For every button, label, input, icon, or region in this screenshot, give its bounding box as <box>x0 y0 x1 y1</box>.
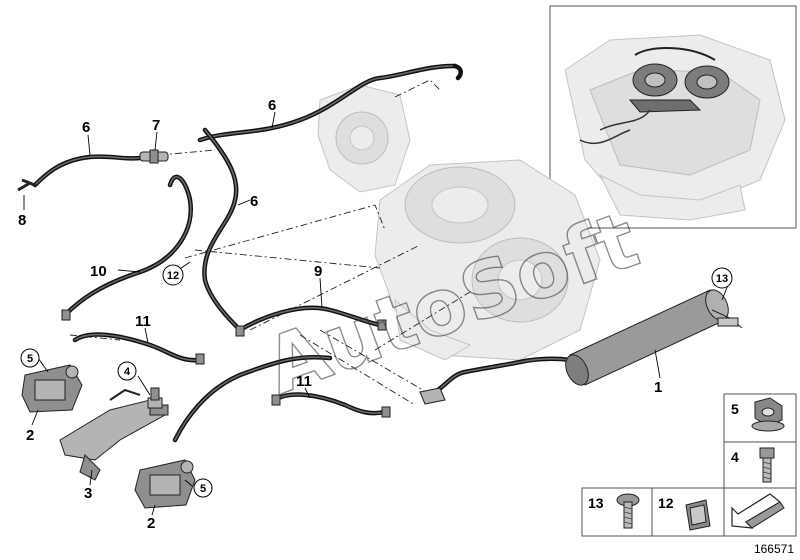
hose-9 <box>237 305 383 333</box>
callout-3: 3 <box>84 485 92 502</box>
legend-screw: 13 <box>581 487 653 537</box>
bolt-part <box>147 387 163 409</box>
reference-number: 166571 <box>754 542 794 556</box>
legend-arrow <box>723 487 797 537</box>
bolt-icon <box>759 447 775 483</box>
background-components <box>317 84 601 361</box>
legend-label-4: 4 <box>731 449 739 465</box>
nut-icon <box>751 397 785 432</box>
hose-6-upper <box>197 63 463 143</box>
callout-6: 6 <box>250 193 258 210</box>
assembly-guide-lines <box>69 79 471 406</box>
callout-labels: 6 7 8 6 6 10 11 9 11 1 2 2 3 4 5 5 12 13 <box>18 97 733 532</box>
legend-nut: 5 <box>723 393 797 443</box>
callout-circle-13: 13 <box>711 267 733 289</box>
hose-clamps <box>61 309 446 418</box>
callout-4: 4 <box>124 366 131 378</box>
connector-7 <box>139 149 169 164</box>
legend-label-13: 13 <box>588 495 604 511</box>
legend-bolt: 4 <box>723 441 797 489</box>
callout-circle-5: 5 <box>193 478 213 498</box>
callout-6: 6 <box>82 119 90 136</box>
y-connector-8 <box>17 178 37 192</box>
screw-icon <box>616 493 640 529</box>
legend-label-5: 5 <box>731 401 739 417</box>
callout-11: 11 <box>135 313 151 330</box>
legend-clip-nut: 12 <box>651 487 725 537</box>
callout-circle-5: 5 <box>20 348 40 368</box>
callout-13: 13 <box>716 273 728 285</box>
callout-1: 1 <box>654 379 662 396</box>
arrow-icon <box>731 493 785 529</box>
callout-5: 5 <box>27 353 33 365</box>
hose-10 <box>62 174 193 318</box>
callout-7: 7 <box>152 117 160 134</box>
callout-6: 6 <box>268 97 276 114</box>
pressure-converter-upper <box>21 364 83 413</box>
clip-nut-icon <box>685 499 711 531</box>
callout-leaders <box>23 111 729 516</box>
callout-2: 2 <box>147 515 155 532</box>
callout-5: 5 <box>200 483 206 495</box>
hose-11-upper <box>72 332 203 363</box>
vacuum-hoses <box>32 63 573 443</box>
legend-label-12: 12 <box>658 495 674 511</box>
hose-11-lower <box>272 392 388 416</box>
fastener-legend: 5 4 13 1 <box>581 393 797 537</box>
engine-overview-inset <box>549 5 797 229</box>
pressure-converter-lower <box>134 459 196 509</box>
mounting-bracket <box>59 388 169 481</box>
hose-to-tank <box>427 356 573 398</box>
hose-6-left <box>32 154 143 188</box>
turbocharger-pair <box>579 47 730 145</box>
alternator-ghost <box>317 84 411 193</box>
engine-overview-illustration <box>564 34 786 221</box>
hose-to-valve-lower <box>172 354 333 443</box>
callout-8: 8 <box>18 212 26 229</box>
callout-10: 10 <box>90 263 107 280</box>
callout-circle-12: 12 <box>162 264 184 286</box>
callout-2: 2 <box>26 427 34 444</box>
callout-9: 9 <box>314 263 322 280</box>
vacuum-reservoir <box>565 289 743 386</box>
callout-12: 12 <box>167 270 179 282</box>
turbocharger-ghost <box>374 159 601 361</box>
callout-11: 11 <box>296 373 312 390</box>
hose-6-down <box>202 127 243 333</box>
callout-circle-4: 4 <box>117 361 137 381</box>
